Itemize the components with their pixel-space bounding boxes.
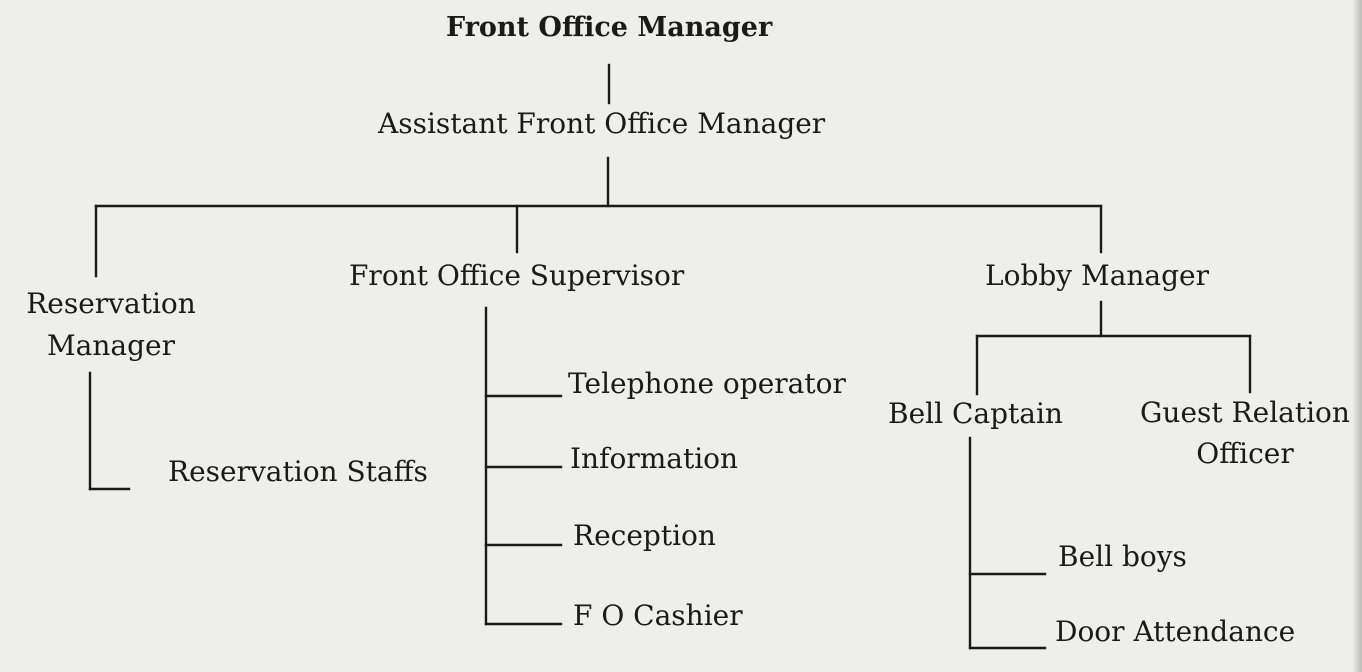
node-reservation-staffs: Reservation Staffs bbox=[168, 455, 428, 488]
node-bell-captain: Bell Captain bbox=[888, 397, 1063, 430]
guest-relation-line2: Officer bbox=[1196, 437, 1294, 470]
node-lobby-manager: Lobby Manager bbox=[985, 259, 1209, 292]
page-edge-shadow bbox=[1352, 0, 1362, 672]
node-fo-cashier: F O Cashier bbox=[573, 599, 743, 632]
node-reception: Reception bbox=[573, 519, 716, 552]
node-guest-relation-officer: Guest Relation Officer bbox=[1128, 392, 1362, 474]
node-front-office-manager: Front Office Manager bbox=[446, 12, 773, 43]
node-front-office-supervisor: Front Office Supervisor bbox=[349, 259, 685, 292]
node-bell-boys: Bell boys bbox=[1058, 540, 1187, 573]
node-reservation-manager: Reservation Manager bbox=[20, 283, 202, 367]
reservation-manager-line1: Reservation bbox=[26, 287, 196, 320]
node-information: Information bbox=[570, 442, 739, 475]
guest-relation-line1: Guest Relation bbox=[1140, 396, 1350, 429]
node-door-attendance: Door Attendance bbox=[1055, 615, 1296, 648]
node-assistant-front-office-manager: Assistant Front Office Manager bbox=[378, 107, 826, 140]
node-telephone-operator: Telephone operator bbox=[568, 367, 846, 400]
reservation-manager-line2: Manager bbox=[47, 329, 175, 362]
